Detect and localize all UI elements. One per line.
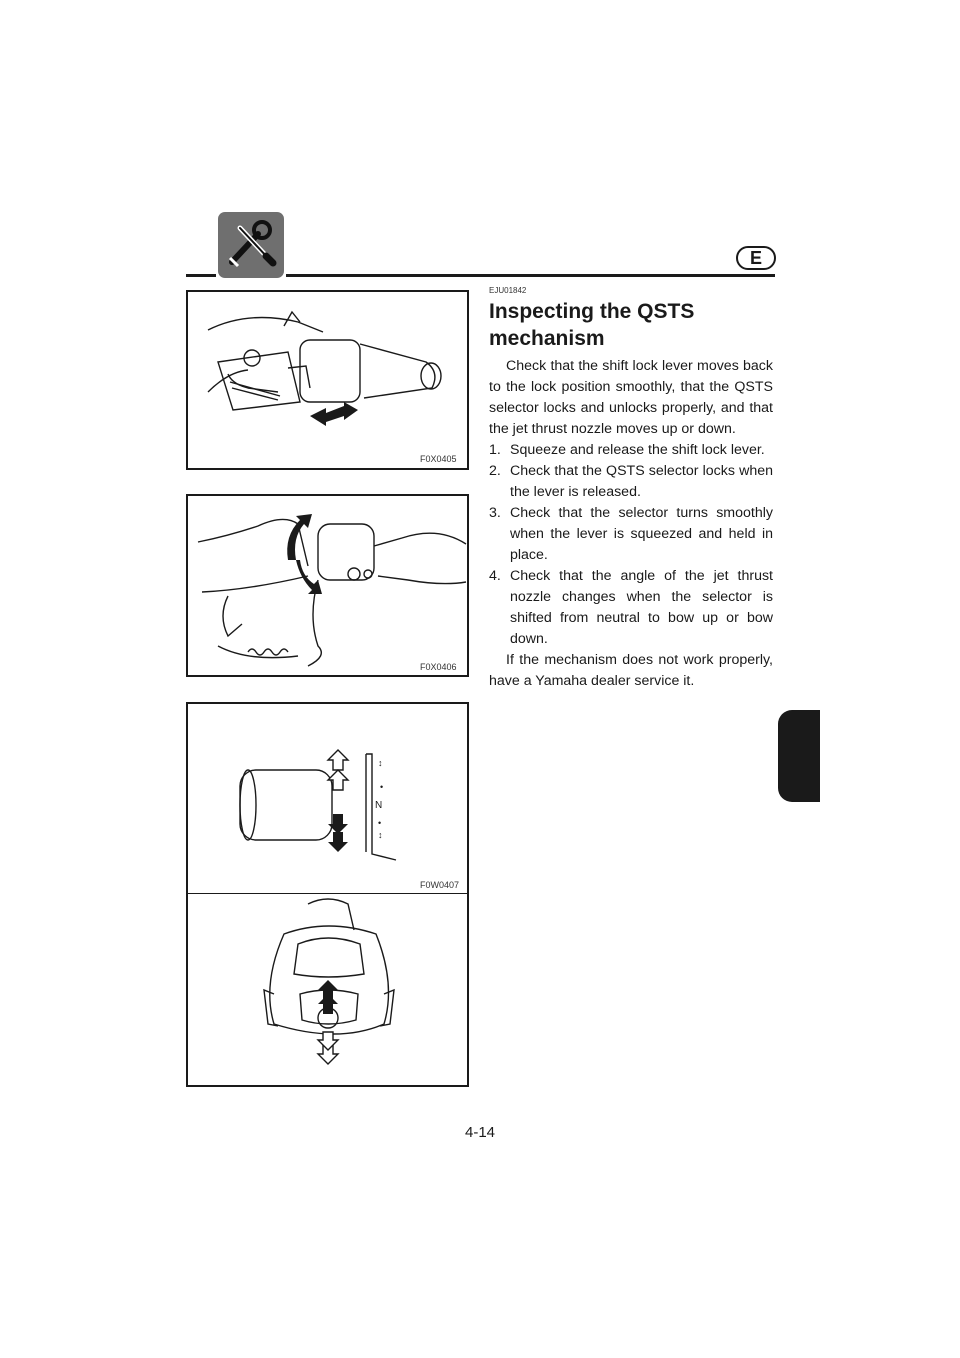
closing-paragraph: If the mechanism does not work properly,… [489,652,773,689]
text-column: EJU01842 Inspecting the QSTS mechanism C… [489,286,773,692]
header-rule-right [286,274,775,277]
handlebar-grip-illustration [207,310,442,426]
section-code: EJU01842 [489,286,527,295]
figure-selector-hands: F0X0406 [186,494,469,677]
chapter-tab [778,710,820,802]
neutral-mark: N [375,800,382,811]
step-number: 2. [489,463,501,479]
figure-label: F0X0406 [420,662,457,672]
svg-text:↕: ↕ [378,758,383,768]
step-item: 2. Check that the QSTS selector locks wh… [489,461,773,503]
step-item: 4. Check that the angle of the jet thrus… [489,566,773,650]
header-rule-left [186,274,216,277]
figure-label: F0X0405 [420,454,457,464]
intro-paragraph: Check that the shift lock lever moves ba… [489,358,773,437]
hands-on-grip-illustration [197,514,467,667]
step-number: 4. [489,568,501,584]
language-badge: E [736,246,776,270]
figure-label: F0W0407 [420,880,460,890]
step-number: 3. [489,505,501,521]
figure-divider [188,893,467,894]
step-number: 1. [489,442,501,458]
step-item: 3. Check that the selector turns smoothl… [489,503,773,566]
page-number: 4-14 [464,1124,496,1141]
figure-qsts-selector: ↕ • • ↕ N F0W0407 [186,702,469,1087]
svg-text:•: • [378,818,381,828]
step-text: Check that the selector turns smoothly w… [510,505,773,563]
section-title: Inspecting the QSTS mechanism [489,300,695,350]
tools-icon [218,212,284,278]
step-text: Squeeze and release the shift lock lever… [510,442,765,458]
step-text: Check that the QSTS selector locks when … [510,463,773,500]
figure-shift-lever: F0X0405 [186,290,469,470]
selector-and-craft-illustration: ↕ • • ↕ N [239,749,397,1065]
step-text: Check that the angle of the jet thrust n… [510,568,773,647]
svg-text:•: • [380,782,383,792]
svg-text:↕: ↕ [378,830,383,840]
step-item: 1. Squeeze and release the shift lock le… [489,440,773,461]
